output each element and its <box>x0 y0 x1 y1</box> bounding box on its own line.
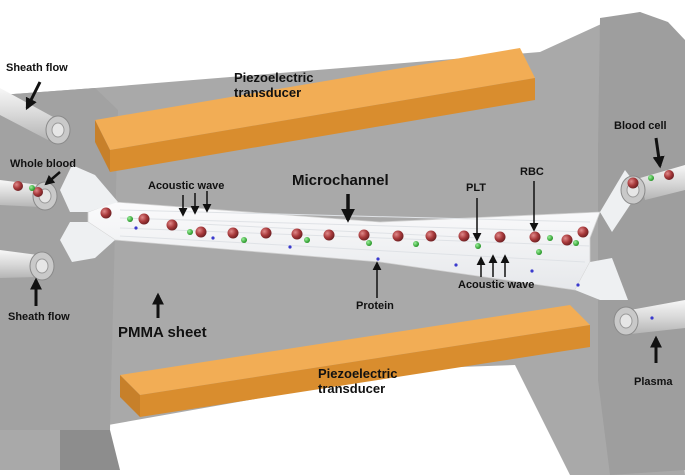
platelet-particle <box>366 240 372 246</box>
rbc-particle <box>227 227 239 239</box>
label-sheath-flow-top: Sheath flow <box>6 62 68 74</box>
platelet-particle <box>127 216 133 222</box>
platelet-particle <box>241 237 247 243</box>
protein-particle <box>288 245 292 249</box>
piezoelectric-transducer-top <box>95 48 535 172</box>
rbc-particle <box>458 230 470 242</box>
channel-inlet-fork <box>60 165 118 212</box>
protein-particle <box>576 283 580 287</box>
platelet-particle <box>304 237 310 243</box>
platelet-particle <box>573 240 579 246</box>
rbc-particle <box>323 229 335 241</box>
label-pmma-sheet: PMMA sheet <box>118 324 207 341</box>
rbc-particle <box>260 227 272 239</box>
piezoelectric-transducer-bottom <box>120 305 590 417</box>
rbc-particle <box>577 226 589 238</box>
tube-plasma <box>613 300 685 336</box>
platelet-particle <box>413 241 419 247</box>
label-sheath-flow-bottom: Sheath flow <box>8 311 70 323</box>
rbc-particle <box>494 231 506 243</box>
rbc-particle <box>358 229 370 241</box>
rbc-particle <box>627 177 639 189</box>
rbc-particle <box>138 213 150 225</box>
protein-particle <box>376 257 380 261</box>
rbc-particle <box>166 219 178 231</box>
proteins <box>134 226 654 320</box>
channel-outlet-fork-lower <box>575 258 628 300</box>
label-rbc: RBC <box>520 166 544 178</box>
platelet-particle <box>648 175 654 181</box>
label-piezoelectric-transducer-top: Piezoelectric transducer <box>234 70 314 100</box>
rbc-particle <box>291 228 303 240</box>
arrow-blood-cell <box>652 137 665 169</box>
label-acoustic-wave-bottom: Acoustic wave <box>458 279 535 291</box>
protein-particle <box>211 236 215 240</box>
rbc-particle <box>13 181 23 191</box>
red-blood-cells <box>13 170 674 246</box>
platelet-particle <box>475 243 481 249</box>
label-blood-cell: Blood cell <box>614 120 667 132</box>
rbc-particle <box>529 231 541 243</box>
protein-particle <box>454 263 458 267</box>
protein-particle <box>530 269 534 273</box>
protein-particle <box>134 226 138 230</box>
label-plasma: Plasma <box>634 376 673 388</box>
rbc-particle <box>425 230 437 242</box>
rbc-particle <box>195 226 207 238</box>
arrow-sheath-flow-top <box>25 81 42 111</box>
platelet-particle <box>536 249 542 255</box>
pmma-lower-facet <box>60 430 120 470</box>
channel-inlet-fork-lower <box>60 222 115 262</box>
label-protein: Protein <box>356 300 394 312</box>
arrow-whole-blood <box>44 171 61 186</box>
platelets <box>29 175 654 255</box>
rbc-particle <box>100 207 112 219</box>
label-plt: PLT <box>466 182 486 194</box>
platelet-particle <box>547 235 553 241</box>
tube-sheath-flow-top <box>0 88 71 145</box>
label-acoustic-wave-top: Acoustic wave <box>148 180 225 192</box>
acoustic-wave-arrows-bottom <box>476 254 510 277</box>
platelet-particle <box>187 229 193 235</box>
pmma-right-block <box>598 12 685 475</box>
platelet-particle <box>29 185 35 191</box>
label-piezoelectric-transducer-bottom: Piezoelectric transducer <box>318 366 398 396</box>
rbc-particle <box>392 230 404 242</box>
pointer-arrows <box>25 81 665 363</box>
tube-sheath-flow-bottom <box>0 250 55 281</box>
rbc-particle <box>561 234 573 246</box>
acoustic-wave-arrows-top <box>178 191 212 217</box>
label-microchannel: Microchannel <box>292 172 389 189</box>
rbc-particle <box>33 187 43 197</box>
protein-particle <box>650 316 654 320</box>
rbc-particle <box>664 170 674 180</box>
label-whole-blood: Whole blood <box>10 158 76 170</box>
